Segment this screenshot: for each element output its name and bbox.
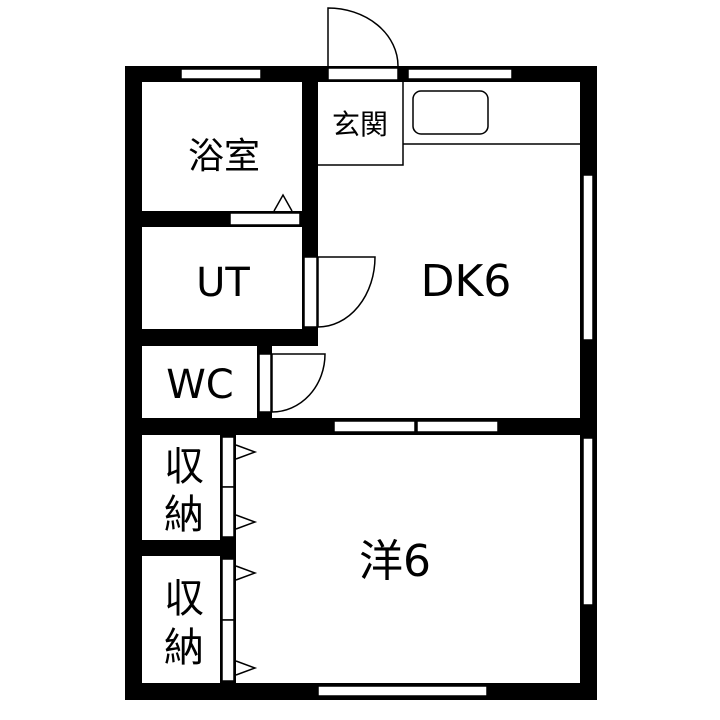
closet-door-1[interactable] <box>221 436 235 488</box>
room-labels: 浴室 玄関 DK6 UT WC 収 納 収 納 洋6 <box>164 108 511 671</box>
label-storage-lower: 収 <box>164 576 204 622</box>
label-storage-lower: 納 <box>164 625 204 671</box>
closet-triangle-icon <box>235 660 258 676</box>
wall-left <box>125 66 142 700</box>
sliding-door-left[interactable] <box>333 420 416 433</box>
sliding-door-right[interactable] <box>416 420 499 433</box>
closet-triangle-icon <box>235 514 258 530</box>
entrance-door-swing[interactable] <box>327 7 399 67</box>
label-storage-upper: 収 <box>164 444 204 490</box>
label-western-room: 洋6 <box>359 536 431 587</box>
closet-door-2[interactable] <box>221 486 235 538</box>
closet-triangle-icon <box>235 565 258 581</box>
sink-icon <box>412 90 489 135</box>
window-western-right <box>582 437 594 606</box>
window-dk-right <box>582 174 594 341</box>
label-dk: DK6 <box>421 256 512 307</box>
entrance-door-opening[interactable] <box>327 67 399 81</box>
ut-door-opening[interactable] <box>303 256 318 328</box>
label-storage-upper: 納 <box>164 492 204 538</box>
wall-ut-wc <box>125 329 318 346</box>
closet-triangle-icon <box>235 444 258 460</box>
closet-door-4[interactable] <box>221 619 235 682</box>
window-bath <box>180 68 262 80</box>
entrance-outline <box>318 82 404 166</box>
window-western-bottom <box>317 685 488 697</box>
ut-door-swing[interactable] <box>317 256 376 328</box>
wc-door-swing[interactable] <box>271 353 326 413</box>
window-kitchen-top <box>407 68 513 80</box>
wc-door-opening[interactable] <box>258 353 272 413</box>
closet-door-3[interactable] <box>221 558 235 621</box>
label-entrance: 玄関 <box>332 108 388 141</box>
bath-door[interactable] <box>229 212 301 226</box>
wall-closets <box>125 540 236 556</box>
label-wc: WC <box>166 362 233 408</box>
label-ut: UT <box>196 260 250 306</box>
bath-door-triangle-icon <box>273 193 293 212</box>
label-bath: 浴室 <box>188 136 260 177</box>
